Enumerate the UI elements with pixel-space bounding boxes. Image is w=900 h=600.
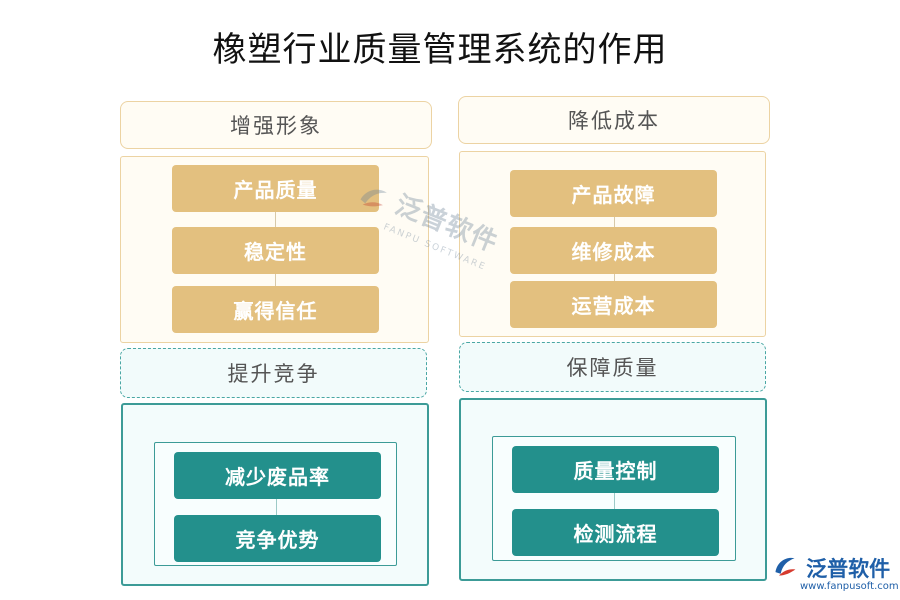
header-improve-competition: 提升竞争 xyxy=(120,348,427,398)
item-win-trust: 赢得信任 xyxy=(172,286,379,333)
item-product-failure: 产品故障 xyxy=(510,170,717,217)
logo-name: 泛普软件 xyxy=(806,557,891,581)
header-reduce-cost: 降低成本 xyxy=(458,96,770,144)
item-inspection-process: 检测流程 xyxy=(512,509,719,556)
panel-improve-competition: 减少废品率 竞争优势 xyxy=(121,403,429,586)
inner-frame: 减少废品率 竞争优势 xyxy=(154,442,397,566)
item-operating-cost: 运营成本 xyxy=(510,281,717,328)
item-product-quality: 产品质量 xyxy=(172,165,379,212)
item-competitive-advantage: 竞争优势 xyxy=(174,515,381,562)
item-quality-control: 质量控制 xyxy=(512,446,719,493)
item-stability: 稳定性 xyxy=(172,227,379,274)
panel-reduce-cost: 产品故障 维修成本 运营成本 xyxy=(459,151,766,337)
connector-line xyxy=(614,467,615,532)
panel-ensure-quality: 质量控制 检测流程 xyxy=(459,398,767,581)
logo-url: www.fanpusoft.com xyxy=(800,581,899,592)
item-maintenance-cost: 维修成本 xyxy=(510,227,717,274)
fanpu-logo-icon xyxy=(352,177,393,220)
brand-logo: 泛普软件 www.fanpusoft.com xyxy=(772,553,899,592)
panel-enhance-image: 产品质量 稳定性 赢得信任 xyxy=(120,156,429,343)
item-reduce-scrap-rate: 减少废品率 xyxy=(174,452,381,499)
watermark: 泛普软件 FANPU SOFTWARE xyxy=(349,170,505,273)
fanpu-logo-icon xyxy=(772,553,798,583)
inner-frame: 质量控制 检测流程 xyxy=(492,436,736,561)
connector-line xyxy=(276,473,277,538)
page-title: 橡塑行业质量管理系统的作用 xyxy=(212,30,668,70)
header-enhance-image: 增强形象 xyxy=(120,101,432,149)
header-ensure-quality: 保障质量 xyxy=(459,342,766,392)
